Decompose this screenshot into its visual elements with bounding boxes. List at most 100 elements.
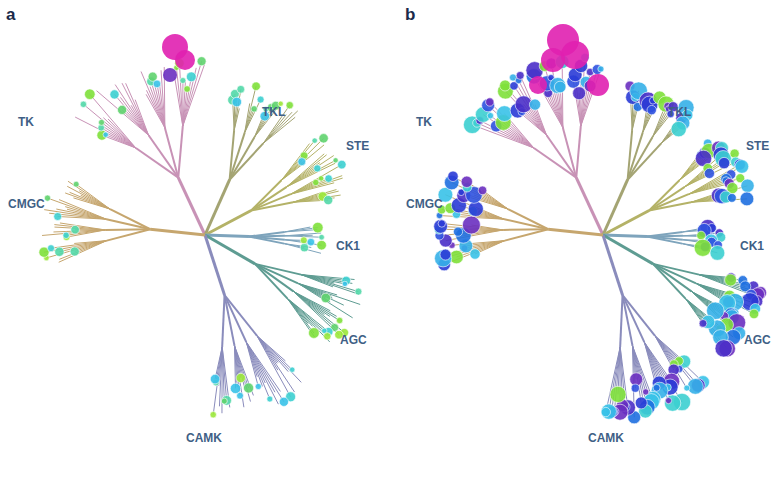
kinase-dot [647,105,656,114]
kinase-dot [210,412,216,418]
kinase-dot [180,78,186,84]
kinase-dot [610,386,626,402]
kinase-dot [48,245,55,252]
group-label: TKL [668,106,691,118]
kinase-dot [461,176,472,187]
kinase-dot [704,168,714,178]
leaf-branch [285,233,321,236]
sub-branch [230,143,264,179]
kinase-dot [688,379,704,395]
kinase-dot [103,132,108,137]
kinase-dot [434,220,448,234]
group-label: CK1 [740,240,764,252]
kinase-dot [313,222,324,233]
leaf-branch [75,117,136,148]
sub-branch [505,229,549,240]
kinase-dot [210,374,220,384]
panel-letter: a [6,6,15,23]
leaf-branch [60,223,105,230]
leaf-branch [551,63,563,127]
kinase-dot [71,225,80,234]
kinase-dot [286,102,293,109]
kinase-dot [186,72,196,82]
kinase-dot [230,383,240,393]
sub-branch [628,143,662,179]
sub-branch [647,237,682,244]
leaf-branch [126,83,149,135]
leaf-branch [685,298,703,323]
kinase-dots [39,34,362,418]
kinase-dot [550,78,566,94]
kinase-dot [671,121,686,136]
kinase-dot [85,89,96,100]
kinase-dot [267,396,273,402]
kinase-dot [516,71,524,79]
sub-branch [653,264,685,298]
main-branch [603,210,649,235]
leaf-branch [183,68,196,126]
leaf-branch [287,298,329,342]
kinase-dot [251,106,257,112]
main-branch [603,235,647,237]
sub-branch [620,295,622,347]
kinase-dot [319,234,325,240]
kinase-dot [80,101,86,107]
kinase-dot [487,113,493,119]
main-branch [548,229,603,235]
leaf-branch [246,342,278,404]
kinase-dot [715,340,732,357]
kinase-dot [317,240,327,250]
sub-branch [107,229,151,240]
leaf-branch [483,190,509,209]
main-branch [178,178,205,235]
kinase-dot [598,66,604,72]
sub-branch [249,232,285,237]
leaf-branch [505,91,546,135]
kinase-dot [601,404,616,419]
kinase-dot [635,397,647,409]
kinase-dot [222,396,232,406]
kinase-dot [325,175,333,183]
group-label: CMGC [8,198,45,210]
kinase-dot [54,213,62,221]
main-branch [576,178,603,235]
kinase-dot [468,201,483,216]
kinase-dot [601,407,610,416]
kinase-dot [44,195,50,201]
kinase-dot [232,97,242,107]
group-label: AGC [340,334,367,346]
leaf-branch [135,100,148,136]
sub-branch [251,194,291,210]
kinase-dot [697,231,706,240]
leaf-branch [234,108,239,130]
tree-branches [439,58,760,418]
sub-branch [149,135,179,177]
sub-branch [623,295,633,346]
leaf-branch [301,275,333,287]
leaf-branch [46,241,106,258]
kinase-dot [73,181,79,187]
sub-branch [508,209,548,229]
sub-branch [222,295,224,347]
leaf-branch [263,117,295,143]
leaf-branch [103,118,136,148]
leaf-branch [74,241,107,244]
kinase-dot [255,383,261,389]
sub-branch [225,295,247,342]
kinase-dot [643,389,649,395]
kinase-dot [148,72,157,81]
sub-branch [563,128,576,178]
kinase-dot [336,317,342,323]
leaf-branch [444,241,505,265]
kinase-dot [482,99,495,112]
sub-branch [649,202,691,210]
kinase-dot [300,237,307,244]
leaf-branch [97,91,149,136]
kinase-dot [63,232,69,238]
inhibited-kinase-dot [561,41,589,69]
kinase-dot [319,134,328,143]
inhibited-kinase-dot [175,50,195,70]
kinase-dot [699,320,707,328]
kinase-dot [314,165,321,172]
kinase-dot [342,281,347,286]
